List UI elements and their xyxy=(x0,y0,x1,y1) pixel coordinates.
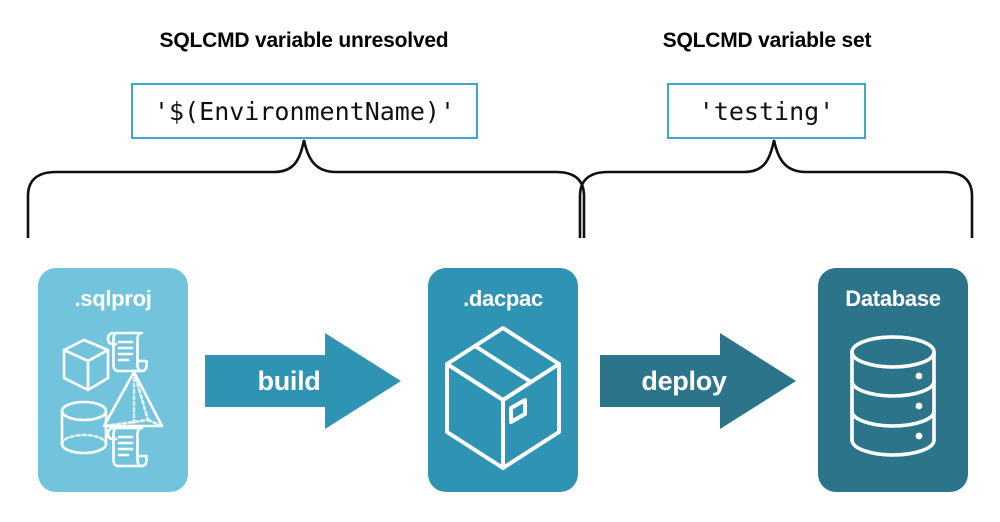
dacpac-package-icon xyxy=(445,326,561,470)
stage-box-dacpac[interactable]: .dacpac xyxy=(428,268,578,492)
stage-box-sqlproj[interactable]: .sqlproj xyxy=(38,268,188,492)
database-cylinder-icon xyxy=(850,335,936,457)
brace-right xyxy=(578,138,974,240)
database-icon-art xyxy=(850,335,936,457)
stage-box-database[interactable]: Database xyxy=(818,268,968,492)
arrow-build-shape xyxy=(205,333,401,429)
scroll-icon xyxy=(106,331,148,373)
arrow-deploy-shape xyxy=(600,333,796,429)
stage-label-database: Database xyxy=(845,286,941,311)
cube-icon xyxy=(62,338,110,392)
section-heading-set: SQLCMD variable set xyxy=(662,29,872,52)
stage-label-dacpac: .dacpac xyxy=(463,286,543,311)
sqlproj-artifact-icons xyxy=(60,331,164,468)
scroll-icon xyxy=(106,426,148,468)
section-heading-unresolved: SQLCMD variable unresolved xyxy=(159,29,449,52)
arrow-deploy-label: deploy xyxy=(641,365,727,396)
brace-left xyxy=(26,138,586,240)
package-box-icon xyxy=(445,326,561,470)
code-value-box-set: 'testing' xyxy=(667,83,866,139)
pyramid-icon xyxy=(102,370,164,428)
arrow-deploy[interactable]: deploy xyxy=(600,333,800,429)
arrow-build[interactable]: build xyxy=(205,333,405,429)
stage-label-sqlproj: .sqlproj xyxy=(74,286,152,311)
arrow-build-label: build xyxy=(257,365,321,396)
code-value-box-unresolved: '$(EnvironmentName)' xyxy=(131,83,478,139)
cylinder-icon xyxy=(60,400,108,455)
stage-background-dacpac xyxy=(428,268,578,492)
stage-background-database xyxy=(818,268,968,492)
